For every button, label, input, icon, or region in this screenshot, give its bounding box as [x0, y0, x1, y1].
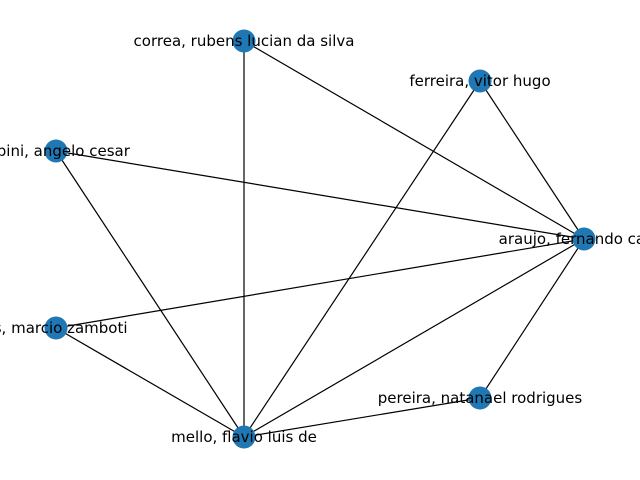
node-marcio[interactable]: [44, 316, 68, 340]
node-layer: [44, 29, 596, 449]
node-label-ferreira: ferreira, vitor hugo: [409, 72, 550, 90]
node-zambini[interactable]: [44, 139, 68, 163]
node-correa[interactable]: [232, 29, 256, 53]
node-mello[interactable]: [232, 425, 256, 449]
node-pereira[interactable]: [468, 386, 492, 410]
edge-marcio-araujo: [55, 238, 585, 329]
node-label-correa: correa, rubens lucian da silva: [134, 32, 355, 50]
node-label-mello: mello, flavio luis de: [171, 428, 317, 446]
node-label-pereira: pereira, natanael rodrigues: [378, 389, 583, 407]
node-label-marcio: es, marcio zamboti: [0, 319, 128, 337]
edge-araujo-pereira: [479, 238, 585, 399]
edge-araujo-mello: [243, 238, 585, 438]
node-ferreira[interactable]: [468, 69, 492, 93]
node-label-zambini: mbini, angelo cesar: [0, 142, 131, 160]
edge-correa-araujo: [243, 40, 585, 240]
edge-marcio-mello: [55, 327, 245, 438]
edge-zambini-araujo: [55, 150, 585, 240]
label-layer: correa, rubens lucian da silva ferreira, …: [0, 32, 640, 446]
node-araujo[interactable]: [572, 227, 596, 251]
edge-pereira-mello: [243, 397, 481, 438]
edge-zambini-mello: [55, 150, 245, 438]
edge-ferreira-mello: [243, 80, 481, 438]
edge-layer: [55, 40, 585, 438]
edge-ferreira-araujo: [479, 80, 585, 240]
node-label-araujo: araujo, fernando carva: [499, 230, 640, 248]
